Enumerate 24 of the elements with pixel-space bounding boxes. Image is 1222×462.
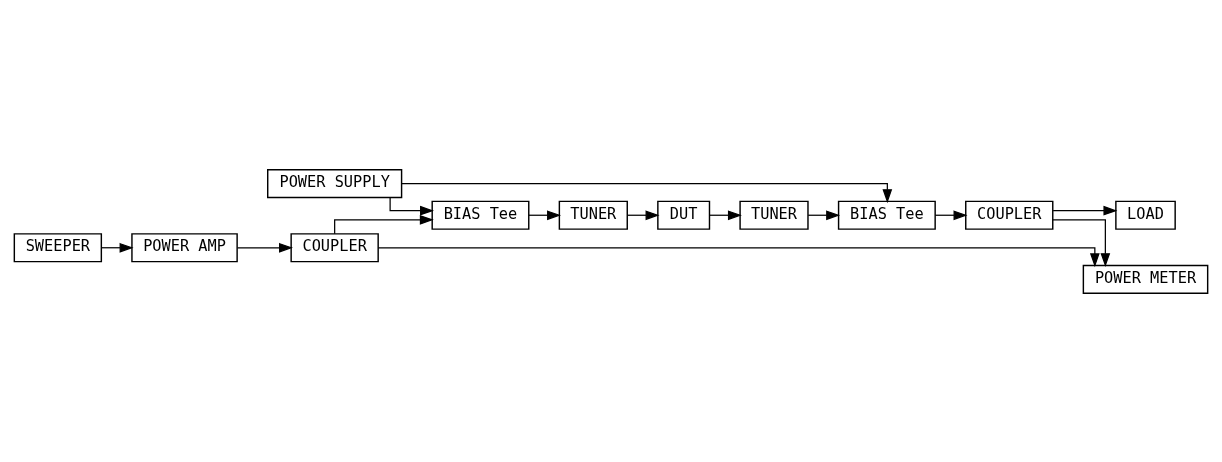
node-box: TUNER <box>558 200 628 230</box>
node-box: POWER AMP <box>131 232 238 262</box>
node-box: POWER METER <box>1082 264 1209 294</box>
node-box: LOAD <box>1115 200 1176 230</box>
arrow <box>934 209 968 220</box>
arrow <box>1052 218 1111 267</box>
arrow <box>807 209 841 220</box>
arrow <box>708 209 742 220</box>
arrow <box>389 196 434 215</box>
node-box: POWER SUPPLY <box>267 168 403 198</box>
arrow <box>528 209 562 220</box>
arrow <box>377 246 1100 267</box>
arrow <box>1052 205 1118 215</box>
arrow <box>401 182 893 203</box>
node-box: COUPLER <box>290 232 379 262</box>
node-box: BIAS Tee <box>837 200 936 230</box>
node-box: TUNER <box>739 200 809 230</box>
arrow <box>236 242 293 253</box>
arrow <box>100 242 134 253</box>
arrow <box>626 209 660 220</box>
node-box: SWEEPER <box>13 232 103 262</box>
node-box: COUPLER <box>965 200 1054 230</box>
node-box: DUT <box>657 200 711 230</box>
node-box: BIAS Tee <box>431 200 530 230</box>
